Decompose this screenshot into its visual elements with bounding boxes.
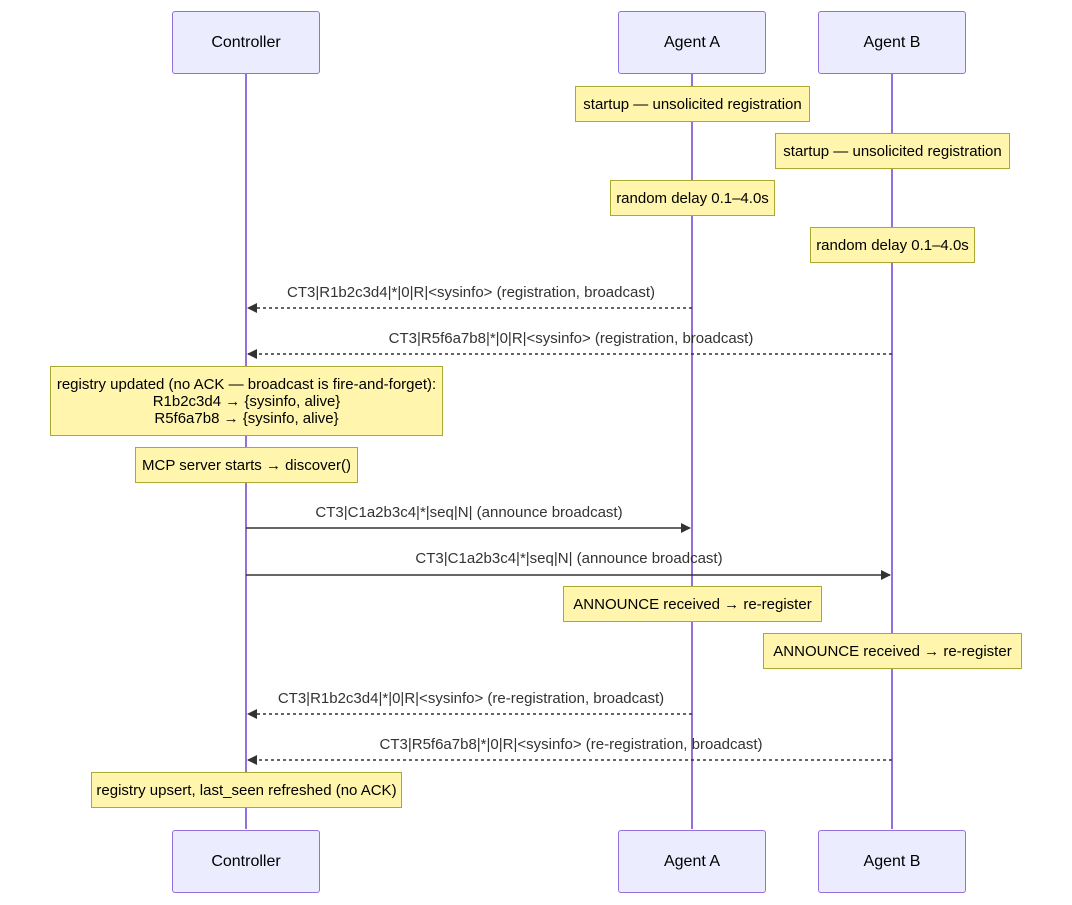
note-text: ANNOUNCE received → re-register bbox=[773, 642, 1012, 660]
participant-label: Agent B bbox=[863, 33, 921, 51]
note-text: MCP server starts → discover() bbox=[142, 456, 351, 474]
message-label-6: CT3|R5f6a7b8|*|0|R|<sysinfo> (re-registr… bbox=[379, 736, 763, 753]
note-text: ANNOUNCE received → re-register bbox=[573, 595, 812, 613]
note-line: registry updated (no ACK — broadcast is … bbox=[56, 375, 437, 393]
note-line: R5f6a7b8 → {sysinfo, alive} bbox=[154, 409, 339, 427]
note-text: startup — unsolicited registration bbox=[583, 95, 802, 113]
participant-label: Agent B bbox=[863, 852, 921, 870]
note-registry-upsert: registry upsert, last_seen refreshed (no… bbox=[91, 772, 402, 808]
message-label-3: CT3|C1a2b3c4|*|seq|N| (announce broadcas… bbox=[315, 504, 623, 521]
participant-label: Agent A bbox=[663, 33, 721, 51]
note-agent-b-delay: random delay 0.1–4.0s bbox=[810, 227, 975, 263]
participant-label: Controller bbox=[211, 33, 281, 51]
note-text: registry upsert, last_seen refreshed (no… bbox=[96, 781, 397, 799]
message-label-1: CT3|R1b2c3d4|*|0|R|<sysinfo> (registrati… bbox=[287, 284, 655, 301]
participant-agent-b-top: Agent B bbox=[818, 11, 966, 74]
note-mcp-start: MCP server starts → discover() bbox=[135, 447, 358, 483]
note-agent-a-startup: startup — unsolicited registration bbox=[575, 86, 810, 122]
note-agent-a-announce: ANNOUNCE received → re-register bbox=[563, 586, 822, 622]
participant-agent-a-bottom: Agent A bbox=[618, 830, 766, 893]
note-text: random delay 0.1–4.0s bbox=[816, 236, 969, 254]
message-label-5: CT3|R1b2c3d4|*|0|R|<sysinfo> (re-registr… bbox=[277, 690, 665, 707]
message-label-4: CT3|C1a2b3c4|*|seq|N| (announce broadcas… bbox=[415, 550, 723, 567]
participant-agent-a-top: Agent A bbox=[618, 11, 766, 74]
note-agent-b-startup: startup — unsolicited registration bbox=[775, 133, 1010, 169]
note-agent-a-delay: random delay 0.1–4.0s bbox=[610, 180, 775, 216]
participant-agent-b-bottom: Agent B bbox=[818, 830, 966, 893]
note-line: R1b2c3d4 → {sysinfo, alive} bbox=[152, 392, 341, 410]
participant-controller-bottom: Controller bbox=[172, 830, 320, 893]
note-text: random delay 0.1–4.0s bbox=[616, 189, 769, 207]
message-label-2: CT3|R5f6a7b8|*|0|R|<sysinfo> (registrati… bbox=[388, 330, 754, 347]
participant-label: Controller bbox=[211, 852, 281, 870]
participant-controller-top: Controller bbox=[172, 11, 320, 74]
note-registry-updated: registry updated (no ACK — broadcast is … bbox=[50, 366, 443, 436]
participant-label: Agent A bbox=[663, 852, 721, 870]
note-agent-b-announce: ANNOUNCE received → re-register bbox=[763, 633, 1022, 669]
note-text: startup — unsolicited registration bbox=[783, 142, 1002, 160]
